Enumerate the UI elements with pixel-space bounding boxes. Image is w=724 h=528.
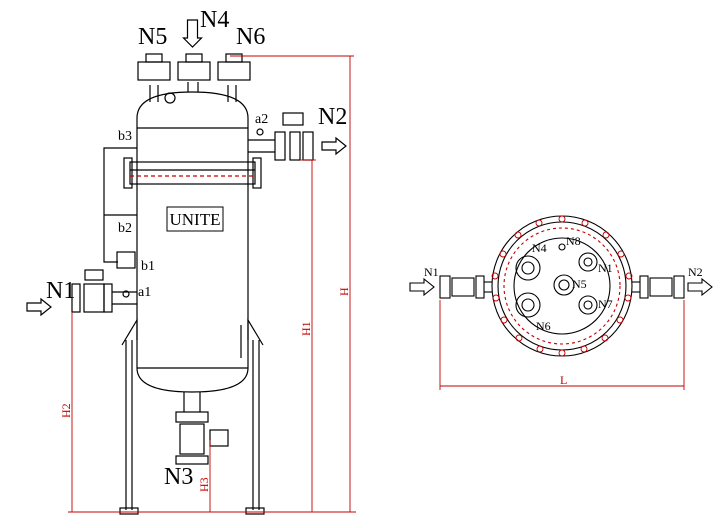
- dim-l: L: [560, 373, 567, 387]
- flow-arrows-plan: [409, 277, 713, 297]
- label-n1: N1: [46, 278, 75, 304]
- plan-label-n1: N1: [598, 261, 613, 275]
- plan-label-n5: N5: [572, 277, 587, 291]
- front-dimension-lines: [68, 55, 356, 513]
- outlet-nozzle: [248, 112, 314, 161]
- plan-nozzle-n5: [553, 274, 575, 296]
- plan-label-n6: N6: [536, 319, 551, 333]
- plan-nozzle-n7: [578, 295, 598, 315]
- vessel-top-head: [136, 91, 249, 119]
- label-a1: a1: [138, 285, 151, 300]
- plan-label-n8: N8: [566, 234, 581, 248]
- label-b2: b2: [118, 221, 132, 236]
- top-nozzles: [137, 53, 251, 104]
- nameplate-frame: [166, 206, 224, 232]
- support-legs: [119, 317, 265, 515]
- plan-nozzle-n6: [515, 292, 541, 318]
- flow-arrows-front: [26, 19, 347, 317]
- body-flange: [129, 161, 256, 185]
- label-n4: N4: [200, 7, 229, 33]
- label-n6: N6: [236, 24, 265, 50]
- plan-nozzle-n4: [515, 255, 541, 281]
- plan-outer-flange: [491, 215, 633, 357]
- plan-label-n2: N2: [688, 265, 703, 279]
- label-n5: N5: [138, 24, 167, 50]
- vessel-bottom-head: [136, 367, 249, 393]
- dim-h2: H2: [59, 403, 73, 418]
- dim-h3: H3: [197, 477, 211, 492]
- plan-view: [439, 215, 685, 357]
- label-b1: b1: [141, 259, 155, 274]
- drain-nozzle: [175, 392, 229, 465]
- label-n2: N2: [318, 104, 347, 130]
- plan-label-n4: N4: [532, 241, 547, 255]
- front-elevation: [71, 53, 314, 515]
- dim-h1: H1: [299, 321, 313, 336]
- instrument-tubing: [103, 147, 137, 269]
- plan-nozzle-n8: [558, 243, 566, 251]
- nameplate: UNITE: [170, 210, 221, 229]
- label-b3: b3: [118, 129, 132, 144]
- plan-label-n1-inlet: N1: [424, 265, 439, 279]
- label-a2: a2: [255, 112, 268, 127]
- inlet-nozzle: [71, 269, 137, 313]
- plan-label-n7: N7: [598, 297, 613, 311]
- label-n3: N3: [164, 464, 193, 490]
- plan-bolt-holes: [439, 215, 685, 390]
- plan-nozzle-n1: [578, 252, 598, 272]
- dim-h: H: [337, 287, 351, 296]
